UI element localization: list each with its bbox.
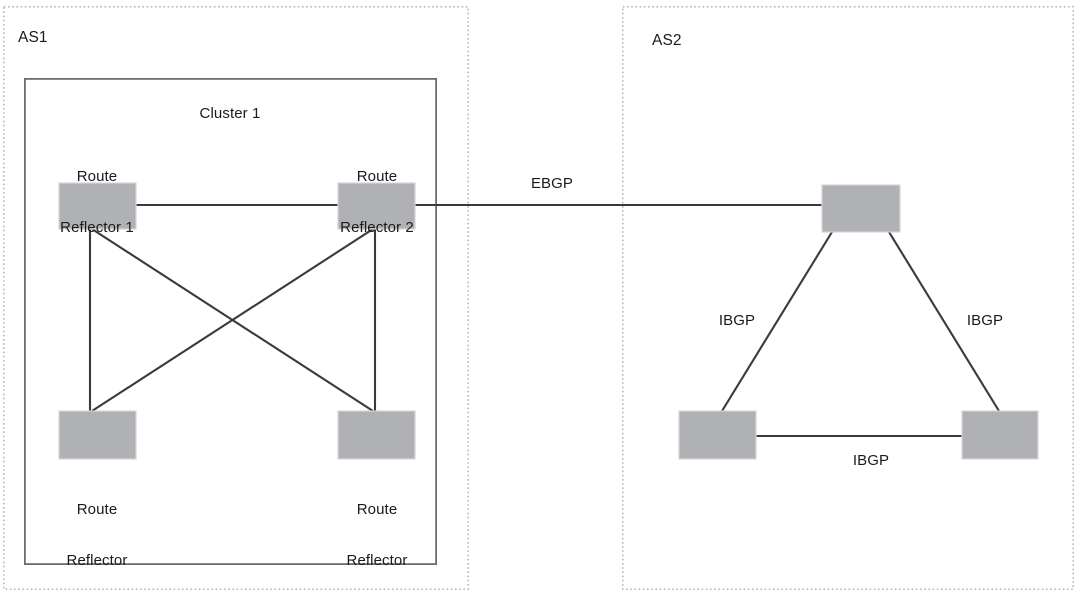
cluster-label-cluster1: Cluster 1 [199,105,261,122]
node-label-route-reflector-1: Route Reflector 1 [60,134,134,270]
link-rr2-client1 [91,228,374,412]
cluster-box-cluster1 [23,78,438,566]
node-as2-top[interactable] [821,184,901,233]
link-as2top-bottomright-ibgp [888,231,1000,412]
link-label-ibgp-left: IBGP [718,312,756,329]
node-as2-bottom-right[interactable] [961,410,1039,460]
link-label-ibgp-right: IBGP [966,312,1004,329]
node-route-reflector-2[interactable] [337,182,416,230]
node-label-line: Reflector [346,552,408,569]
as-boundary-as2 [621,6,1074,591]
link-label-ibgp-bottom: IBGP [852,452,890,469]
node-label-route-reflector-2: Route Reflector 2 [340,134,414,270]
as-boundary-as1 [2,6,469,591]
node-label-line: Reflector [66,552,128,569]
node-as2-bottom-left[interactable] [678,410,757,460]
link-label-ebgp: EBGP [530,175,574,192]
link-as2top-bottomleft-ibgp [721,231,833,412]
node-label-route-reflector-client-1: Route Reflector Client 1 10.0.1.0 [67,467,128,595]
node-route-reflector-1[interactable] [58,182,137,230]
node-label-route-reflector-client-2: Route Reflector Client 2 10.0.2.0 [347,467,408,595]
node-label-line: Reflector 1 [60,219,134,236]
node-label-line: Reflector 2 [340,219,414,236]
as-label-as2: AS2 [652,32,682,49]
node-label-line: Route [76,168,118,185]
node-route-reflector-client-2[interactable] [337,410,416,460]
node-route-reflector-client-1[interactable] [58,410,137,460]
node-label-line: Route [76,501,118,518]
as-label-as1: AS1 [18,29,48,46]
node-label-line: Route [356,501,398,518]
node-label-line: Route [356,168,398,185]
